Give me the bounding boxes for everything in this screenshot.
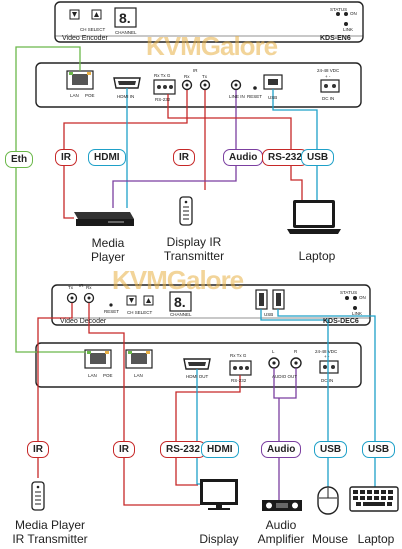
mouse-icon bbox=[317, 486, 339, 515]
label-media-player: Media Player bbox=[90, 236, 125, 264]
svg-text:8.: 8. bbox=[174, 294, 186, 310]
decoder-caption: Video Decoder bbox=[60, 318, 107, 325]
rs232-cable-decoder-to-display bbox=[175, 375, 241, 486]
tag-eth: Eth bbox=[5, 151, 34, 168]
tag-usb-bottom-keyboard: USB bbox=[362, 441, 396, 458]
ir-cable-decoder-to-display bbox=[88, 303, 200, 506]
decoder-ir-label: IR bbox=[79, 283, 84, 288]
decoder-r-label: R bbox=[294, 349, 298, 354]
encoder-ir-label: IR bbox=[193, 68, 198, 73]
decoder-lan2-label: LAN bbox=[134, 373, 143, 378]
tag-ir-bottom-left: IR bbox=[27, 441, 49, 458]
decoder-tx-label: Tx bbox=[68, 285, 74, 290]
tag-usb-top: USB bbox=[301, 149, 335, 166]
decoder-usb-label: USB bbox=[264, 312, 273, 317]
encoder-front-panel: 8. bbox=[54, 1, 364, 43]
encoder-status-label: STATUS bbox=[330, 7, 347, 12]
encoder-channel-label: CHANNEL bbox=[115, 30, 137, 35]
ir-cable-decoder-to-player-transmitter bbox=[37, 303, 73, 478]
decoder-rear-panel bbox=[35, 342, 362, 388]
decoder-dc-in-label: DC IN bbox=[321, 378, 333, 383]
label-mouse: Mouse bbox=[311, 532, 349, 546]
decoder-hdmi-out-label: HDMI OUT bbox=[186, 374, 208, 379]
decoder-model: KDS-DEC6 bbox=[323, 318, 359, 325]
encoder-rs232-label: RS-232 bbox=[155, 97, 171, 102]
encoder-caption: Video Encoder bbox=[62, 35, 108, 42]
encoder-on-label: ON bbox=[350, 11, 357, 16]
watermark-top: KVMGalore bbox=[146, 31, 278, 61]
tag-ir-top-left: IR bbox=[55, 149, 77, 166]
decoder-power-label: 24-48 VDC bbox=[315, 349, 338, 354]
watermark-bottom: KVMGalore bbox=[112, 265, 244, 295]
cables-bottom bbox=[37, 303, 376, 506]
tag-audio-top: Audio bbox=[223, 149, 264, 166]
encoder-rs232-pins-label: Rx Tx G bbox=[154, 73, 171, 78]
decoder-rs232-pins-label: Rx Tx G bbox=[230, 353, 247, 358]
encoder-lan-label: LAN bbox=[70, 93, 79, 98]
encoder-rear-panel bbox=[35, 62, 362, 108]
tag-hdmi-top: HDMI bbox=[88, 149, 126, 166]
media-player-icon bbox=[74, 212, 134, 226]
display-ir-transmitter-icon bbox=[179, 196, 193, 226]
usb-cable-decoder-to-keyboard bbox=[277, 309, 376, 487]
encoder-power-label: 24-48 VDC bbox=[317, 68, 340, 73]
decoder-ch-select-label: CH SELECT bbox=[127, 310, 153, 315]
decoder-l-label: L bbox=[272, 349, 275, 354]
ir-cable-encoder-to-player bbox=[63, 90, 188, 219]
encoder-hdmi-in-label: HDMI IN bbox=[117, 94, 134, 99]
encoder-ch-select-label: CH SELECT bbox=[80, 27, 106, 32]
decoder-link-label: LINK bbox=[352, 311, 362, 316]
usb-cable-decoder-to-mouse bbox=[260, 309, 329, 488]
label-media-player-ir-transmitter: Media Player IR Transmitter bbox=[12, 518, 88, 546]
tag-ir-top-mid: IR bbox=[173, 149, 195, 166]
encoder-model: KDS-EN6 bbox=[320, 35, 351, 42]
encoder-rx-label: Rx bbox=[184, 74, 190, 79]
decoder-audio-out-label: AUDIO OUT bbox=[272, 374, 297, 379]
keyboard-icon bbox=[349, 486, 399, 512]
label-audio-amplifier: Audio Amplifier bbox=[257, 518, 305, 546]
audio-cable-decoder-to-amplifier bbox=[273, 368, 297, 500]
tag-rs232-bottom: RS-232 bbox=[160, 441, 206, 458]
decoder-poe-label: POE bbox=[103, 373, 113, 378]
laptop-top-icon bbox=[287, 200, 341, 234]
audio-amplifier-icon bbox=[262, 500, 302, 511]
media-player-ir-transmitter-icon bbox=[31, 481, 45, 511]
svg-text:8.: 8. bbox=[119, 10, 131, 26]
encoder-reset-label: RESET bbox=[247, 94, 262, 99]
decoder-channel-label: CHANNEL bbox=[170, 312, 192, 317]
decoder-rx-label: Rx bbox=[86, 285, 92, 290]
decoder-status-label: STATUS bbox=[340, 290, 357, 295]
audio-cable-player-to-encoder bbox=[112, 90, 237, 208]
tag-ir-bottom-mid: IR bbox=[113, 441, 135, 458]
label-display: Display bbox=[199, 532, 239, 546]
tag-hdmi-bottom: HDMI bbox=[201, 441, 239, 458]
decoder-on-label: ON bbox=[359, 295, 366, 300]
tag-audio-bottom: Audio bbox=[261, 441, 302, 458]
tag-usb-bottom-mouse: USB bbox=[314, 441, 348, 458]
encoder-plus-minus-label: + - bbox=[325, 74, 331, 79]
label-laptop-bottom: Laptop bbox=[357, 532, 395, 546]
encoder-poe-label: POE bbox=[85, 93, 95, 98]
display-icon bbox=[200, 479, 238, 510]
encoder-link-label: LINK bbox=[343, 27, 353, 32]
label-laptop-top: Laptop bbox=[298, 249, 336, 263]
decoder-lan-label: LAN bbox=[88, 373, 97, 378]
decoder-rs232-label: RS-232 bbox=[231, 378, 247, 383]
decoder-reset-label: RESET bbox=[104, 309, 119, 314]
encoder-tx-label: Tx bbox=[202, 74, 208, 79]
encoder-usb-label: USB bbox=[268, 95, 277, 100]
decoder-front-panel: 8. bbox=[51, 284, 371, 326]
encoder-dc-in-label: DC IN bbox=[322, 96, 334, 101]
ethernet-cable bbox=[15, 46, 86, 353]
decoder-plus-minus-label: + - bbox=[324, 354, 330, 359]
encoder-line-in-label: LINE IN bbox=[229, 94, 245, 99]
label-display-ir-transmitter: Display IR Transmitter bbox=[163, 235, 225, 263]
